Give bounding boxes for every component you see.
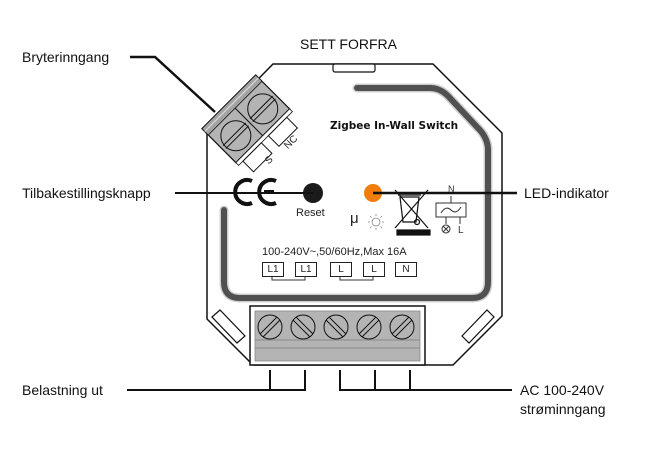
terminal-label-l: L — [330, 262, 352, 277]
screw-icon — [290, 314, 316, 340]
screw-icon — [257, 314, 283, 340]
terminal-label-l: L — [363, 262, 385, 277]
product-name: Zigbee In-Wall Switch — [330, 120, 459, 132]
wiring-label-l: L — [458, 225, 464, 236]
reset-label: Reset — [296, 207, 325, 219]
callout-power-input-line1: AC 100-240V — [520, 382, 605, 398]
power-terminal-screws — [257, 314, 415, 340]
terminal-bridges — [271, 277, 374, 281]
callout-load-output: Belastning ut — [22, 382, 103, 398]
callout-line-power — [339, 370, 512, 391]
lamp-sun-icon — [368, 214, 384, 230]
callout-led-indicator: LED-indikator — [524, 185, 609, 201]
view-title: SETT FORFRA — [300, 36, 397, 52]
inner-track — [221, 85, 491, 301]
screw-icon — [323, 314, 349, 340]
left-clip — [211, 309, 246, 344]
rating-text: 100-240V~,50/60Hz,Max 16A — [262, 246, 407, 258]
micro-symbol: μ — [350, 210, 359, 227]
callout-line-switch-input — [130, 55, 216, 113]
callout-lines — [127, 55, 517, 391]
callout-line-load — [127, 370, 306, 391]
top-tab — [332, 63, 376, 73]
callout-power-input-line2: strøminngang — [520, 401, 606, 417]
callout-switch-input: Bryterinngang — [22, 49, 110, 65]
terminal-label-n: N — [395, 262, 417, 277]
wiring-label-n: N — [448, 184, 455, 194]
screw-icon — [356, 314, 382, 340]
right-clip — [461, 309, 495, 344]
screw-icon — [220, 120, 252, 152]
screw-icon — [247, 93, 279, 125]
weee-crossed-bin-icon — [394, 189, 431, 236]
screw-icon — [389, 314, 415, 340]
terminal-label-l1: L1 — [295, 262, 317, 277]
wiring-symbol-icon — [435, 196, 467, 234]
callout-reset-button: Tilbakestillingsknapp — [22, 185, 151, 201]
terminal-label-l1: L1 — [262, 262, 284, 277]
switch-input-terminal-block — [201, 74, 299, 173]
